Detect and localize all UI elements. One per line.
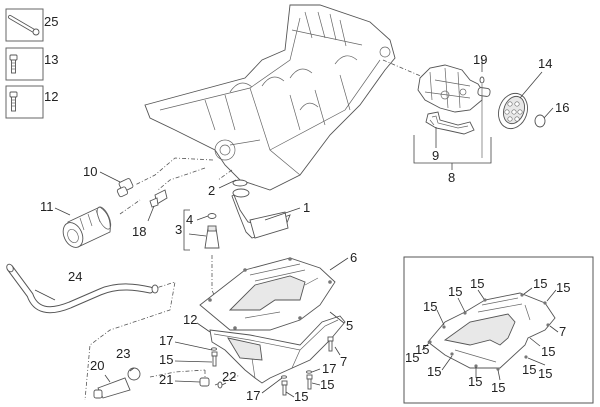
oil-pressure-switch[interactable] (149, 189, 168, 208)
drain-plug[interactable] (199, 377, 210, 387)
callout-7: 7 (340, 354, 347, 369)
inset-label-15: 15 (468, 374, 482, 389)
inset-label-15: 15 (491, 380, 505, 395)
inset-label-15: 15 (415, 342, 429, 357)
oil-strainer[interactable] (494, 89, 533, 132)
oil-sump[interactable] (209, 315, 346, 384)
inset-label-15: 15 (427, 364, 441, 379)
callout-17: 17 (322, 361, 336, 376)
callout-4: 4 (186, 212, 193, 227)
callout-24: 24 (68, 269, 82, 284)
dowel-pin-19[interactable] (479, 76, 485, 158)
callout-10: 10 (83, 164, 97, 179)
inset-detail[interactable]: 15 15 15 15 15 15 7 15 15 15 15 15 15 15 (403, 256, 594, 404)
callout-17: 17 (246, 388, 260, 403)
callout-14: 14 (538, 56, 552, 71)
callout-19: 19 (473, 52, 487, 67)
inset-label-15: 15 (522, 362, 536, 377)
callout-23: 23 (116, 346, 130, 361)
callout-20: 20 (90, 358, 104, 373)
bolt-15[interactable] (281, 380, 288, 396)
callout-12: 12 (183, 312, 197, 327)
callout-5: 5 (346, 318, 353, 333)
oil-pump[interactable] (417, 64, 491, 113)
legend-box-25[interactable]: 25 (5, 8, 58, 42)
inset-label-15: 15 (556, 280, 570, 295)
o-ring-16[interactable] (534, 114, 546, 128)
legend-box-12[interactable]: 12 (5, 85, 58, 119)
legend-label-25: 25 (44, 14, 58, 29)
callout-17: 17 (159, 333, 173, 348)
leader-lines (34, 58, 554, 398)
callout-15: 15 (320, 377, 334, 392)
inset-label-15: 15 (405, 350, 419, 365)
inset-label-15: 15 (541, 344, 555, 359)
callout-3: 3 (175, 222, 182, 237)
callout-9: 9 (432, 148, 439, 163)
legend-box-13[interactable]: 13 (5, 47, 58, 81)
callout-1: 1 (303, 200, 310, 215)
inset-label-15: 15 (423, 299, 437, 314)
inset-label-15: 15 (448, 284, 462, 299)
oil-pickup-pipe[interactable] (231, 179, 291, 239)
callout-2: 2 (208, 183, 215, 198)
callout-15: 15 (294, 389, 308, 404)
legend-label-12: 12 (44, 89, 58, 104)
callout-22: 22 (222, 369, 236, 384)
inset-label-7: 7 (559, 324, 566, 339)
washer-17[interactable] (306, 370, 312, 374)
legend-label-13: 13 (44, 52, 58, 67)
filter-nipple[interactable] (116, 178, 134, 198)
callout-15: 15 (159, 352, 173, 367)
socket-screw-icon (9, 91, 18, 112)
crankcase[interactable] (144, 4, 396, 191)
callout-18: 18 (132, 224, 146, 239)
fitting-20[interactable] (93, 377, 131, 399)
bolt-7[interactable] (327, 336, 334, 352)
washer-17[interactable] (211, 347, 217, 351)
inset-label-15: 15 (470, 276, 484, 291)
seal-4[interactable] (207, 213, 217, 219)
oil-filter[interactable] (59, 205, 113, 251)
bolt-15[interactable] (211, 351, 218, 367)
pump-gasket[interactable] (425, 111, 475, 135)
group-bracket-8 (413, 135, 492, 164)
o-ring-23[interactable] (127, 367, 141, 381)
callout-21: 21 (159, 372, 173, 387)
callout-6: 6 (350, 250, 357, 265)
callout-8: 8 (448, 170, 455, 185)
inset-label-15: 15 (533, 276, 547, 291)
bolt-15[interactable] (306, 374, 313, 390)
group-bracket-3 (183, 209, 190, 251)
washer-17[interactable] (281, 375, 287, 379)
socket-screw-icon (9, 54, 18, 74)
filter-cartridge-3[interactable] (204, 225, 220, 249)
long-bolt-icon (8, 15, 40, 36)
callout-11: 11 (40, 199, 54, 214)
breather-hose[interactable] (5, 263, 159, 314)
inset-label-15: 15 (538, 366, 552, 381)
callout-16: 16 (555, 100, 569, 115)
sump-gasket[interactable] (199, 257, 336, 331)
